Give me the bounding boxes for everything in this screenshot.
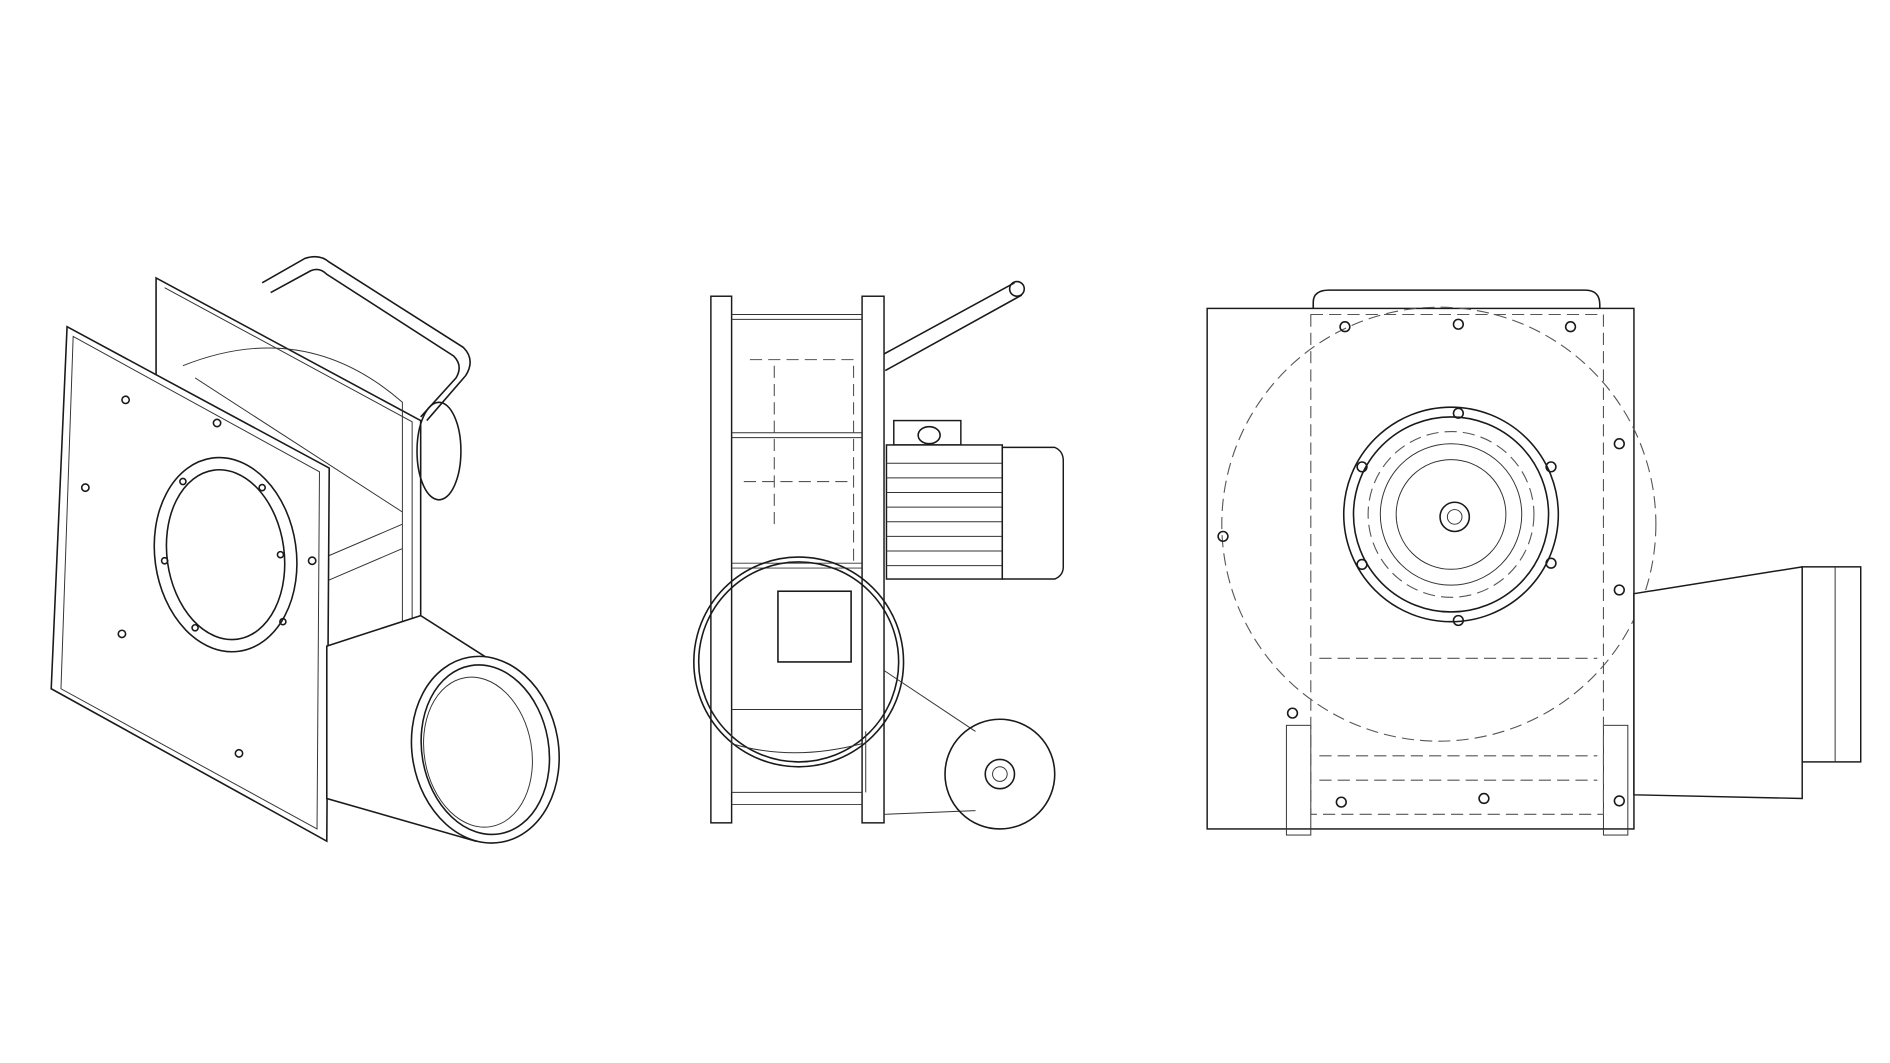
outlet-ring [693,556,905,768]
rear-inlet [416,401,462,501]
impeller [1367,430,1535,598]
scroll-housing [182,347,403,659]
bolts [1217,318,1625,808]
inlet-flange [1342,406,1560,623]
motor-terminal-box [893,419,962,446]
frame-right [861,295,885,824]
handle [1312,289,1601,311]
outlet-flange [1801,566,1862,763]
motor-fan-cover [1001,446,1065,580]
motor-body [885,444,1004,580]
handle [261,255,471,422]
side-view [693,280,1065,830]
front-view [1206,289,1862,836]
bolts [80,395,317,758]
outlet-end-view [944,718,1056,830]
isometric-view [50,255,560,844]
outlet-transition [1633,565,1803,800]
scroll-outline [1221,306,1657,742]
side-plate [1206,307,1635,830]
front-plate [50,325,331,843]
frame-left [710,295,733,824]
hub [1439,501,1471,533]
duct-opening [777,590,852,663]
handle [879,282,1015,357]
outlet-ring [410,655,560,844]
inlet-flange [153,456,298,653]
